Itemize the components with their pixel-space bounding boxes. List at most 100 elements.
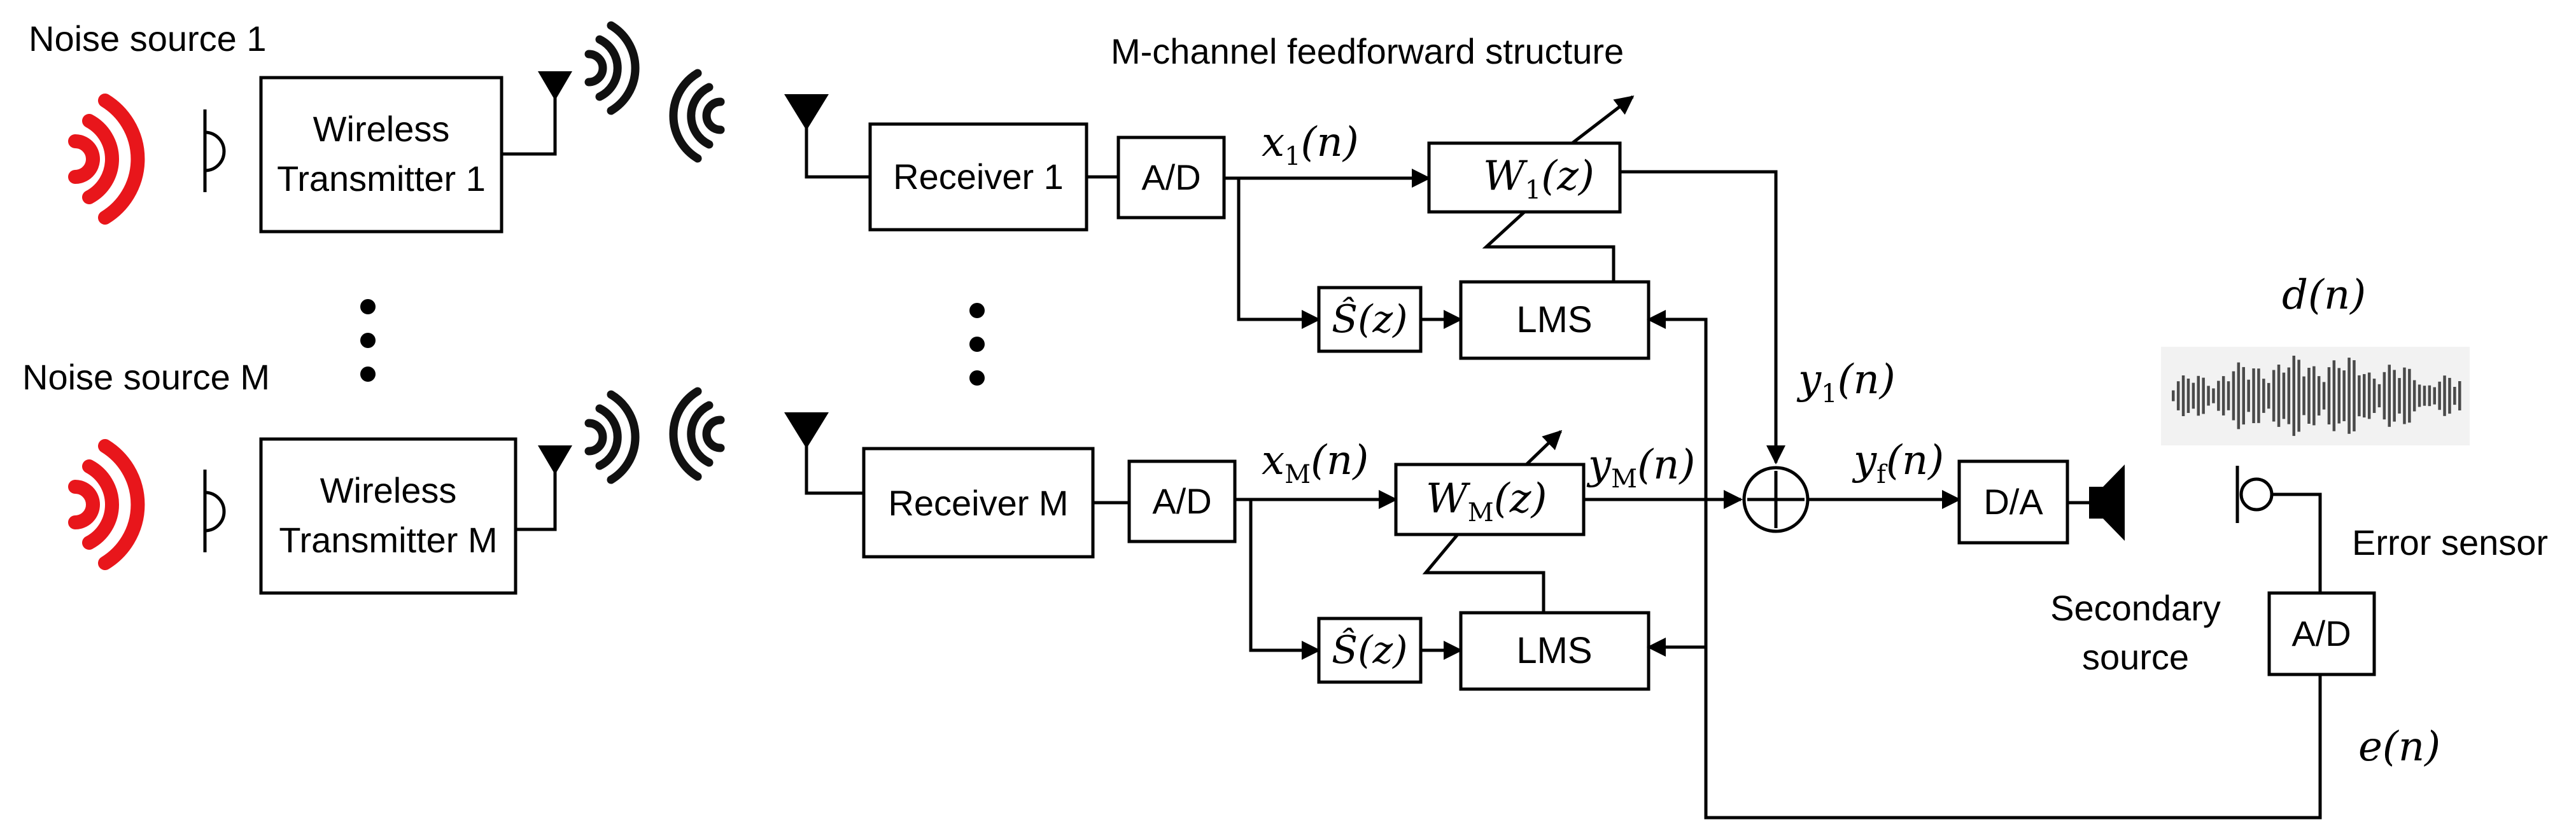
da-converter-label: D/A (1983, 482, 2043, 522)
wireless-transmitter-1-block (259, 76, 503, 234)
x1-signal-label: x1(n) (1262, 119, 1359, 171)
waveform-bar (2448, 377, 2451, 414)
waveform-bar (2312, 366, 2316, 426)
waveform-bar (2217, 381, 2220, 411)
waveform-bar (2257, 368, 2260, 423)
waveform-bar (2382, 372, 2386, 420)
waveform-bar (2393, 370, 2396, 422)
xm-signal-label: xM(n) (1262, 437, 1369, 489)
shat-1-label: Ŝ(z) (1332, 296, 1408, 342)
waveform-bar (2277, 365, 2281, 427)
radio-wave-icon (584, 390, 640, 484)
da-converter-block (1957, 459, 2069, 545)
waveform-bar (2176, 381, 2180, 410)
waveform-bar (2317, 376, 2321, 415)
receiver-1-label: Receiver 1 (893, 157, 1064, 197)
lms-m-block (1459, 611, 1650, 691)
error-sensor-label: Error sensor (2352, 522, 2548, 562)
loudspeaker-icon (2089, 464, 2125, 541)
transmitter-1-label-line1: Wireless (313, 109, 450, 149)
waveform-bar (2267, 382, 2270, 409)
ellipsis-dots-icon (969, 303, 985, 386)
receiver-m-block (862, 447, 1095, 559)
waveform-bar (2192, 382, 2195, 409)
secondary-path-estimate-1-block (1317, 286, 1423, 353)
noise-wave-icon (68, 94, 145, 225)
waveform-bar (2307, 368, 2311, 424)
adaptive-filter-w1-block (1427, 141, 1622, 214)
d-signal-label: d(n) (2282, 272, 2366, 319)
receiver-1-block (868, 122, 1088, 232)
waveform-bar (2433, 387, 2436, 405)
waveform-bar (2252, 368, 2255, 423)
lms-1-label: LMS (1516, 299, 1592, 340)
antenna-icon (784, 412, 864, 495)
structure-title: M-channel feedforward structure (1111, 31, 1624, 71)
waveform-bar (2221, 376, 2225, 415)
ad-converter-error-label: A/D (2291, 613, 2351, 653)
transmitter-1-label-line2: Transmitter 1 (277, 158, 486, 199)
waveform-bar (2332, 360, 2336, 431)
waveform-bar (2342, 370, 2346, 421)
waveform-bar (2202, 377, 2205, 414)
waveform-bar (2458, 381, 2461, 410)
waveform-bar (2227, 381, 2230, 410)
waveform-bar (2212, 388, 2215, 403)
waveform-bar (2186, 379, 2190, 413)
waveform-bar (2453, 387, 2456, 405)
radio-wave-icon (584, 21, 640, 115)
radio-wave-icon (669, 387, 725, 481)
waveform-bar (2372, 379, 2376, 413)
waveform-bar (2292, 356, 2295, 436)
waveform-bar (2297, 360, 2300, 432)
waveform-bar (2403, 367, 2406, 424)
waveform-bar (2327, 367, 2331, 424)
waveform-bar (2237, 362, 2241, 429)
waveform-bar (2262, 379, 2265, 413)
radio-wave-icon (669, 69, 725, 163)
waveform-bar (2388, 365, 2391, 427)
ad-converter-m-label: A/D (1152, 481, 1211, 521)
noise-wave-icon (68, 439, 145, 570)
waveform-bar (2197, 375, 2200, 416)
secondary-source-label-line2: source (2082, 637, 2189, 677)
waveform-bar (2337, 368, 2340, 424)
ellipsis-dots-icon (360, 299, 376, 382)
w1-label: W1(z) (1483, 153, 1594, 205)
waveform-icon (2172, 356, 2461, 436)
waveform-bar (2358, 375, 2361, 417)
waveform-bar (2428, 385, 2432, 407)
noise-source-1-label: Noise source 1 (29, 18, 267, 59)
yf-signal-label: yf(n) (1852, 437, 1944, 489)
waveform-bar (2398, 378, 2401, 414)
e-signal-label: e(n) (2358, 723, 2440, 771)
antenna-icon (502, 71, 572, 156)
waveform-bar (2423, 386, 2426, 406)
waveform-bar (2367, 372, 2371, 419)
transmitter-m-label-line2: Transmitter M (279, 520, 497, 560)
waveform-bar (2302, 376, 2305, 415)
wm-label: WM(z) (1426, 475, 1547, 527)
secondary-source-label-line1: Secondary (2050, 588, 2221, 628)
waveform-bar (2282, 372, 2286, 419)
waveform-bar (2247, 379, 2250, 412)
lms-m-label: LMS (1516, 630, 1592, 671)
waveform-bar (2347, 358, 2351, 434)
noise-source-m-label: Noise source M (22, 357, 270, 397)
microphone-icon (203, 109, 226, 192)
waveform-bar (2322, 382, 2326, 410)
waveform-bar (2438, 381, 2441, 410)
antenna-icon (784, 94, 870, 179)
waveform-bar (2408, 368, 2411, 423)
waveform-bar (2363, 374, 2366, 418)
lms-1-block (1459, 280, 1650, 360)
wireless-transmitter-m-block (259, 437, 517, 595)
ad-converter-error-block (2267, 591, 2376, 676)
microphone-icon (2235, 466, 2274, 523)
receiver-m-label: Receiver M (888, 483, 1068, 523)
adaptive-filter-wm-block (1394, 463, 1586, 536)
waveform-bar (2412, 380, 2416, 412)
waveform-bar (2353, 360, 2356, 431)
